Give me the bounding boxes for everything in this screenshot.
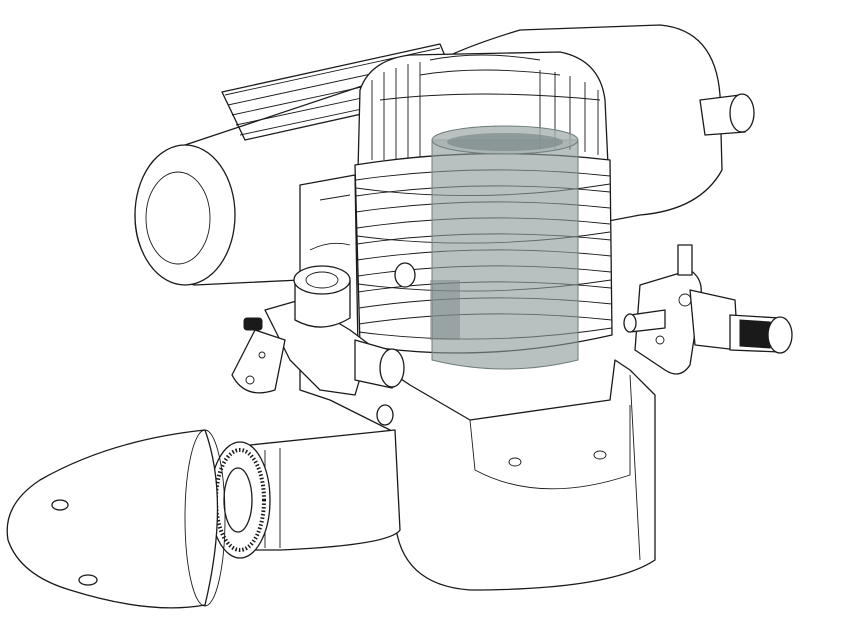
- carburetor: [231, 265, 405, 396]
- front-housing: [249, 429, 401, 551]
- head-fins: [371, 54, 601, 160]
- spinner: [6, 429, 226, 609]
- cylinder-liner-highlight: [430, 125, 579, 370]
- needle-valve: [623, 244, 793, 375]
- crankcase: [299, 174, 656, 591]
- throttle-arm-screw: [243, 317, 263, 331]
- prop-washer: [209, 441, 271, 559]
